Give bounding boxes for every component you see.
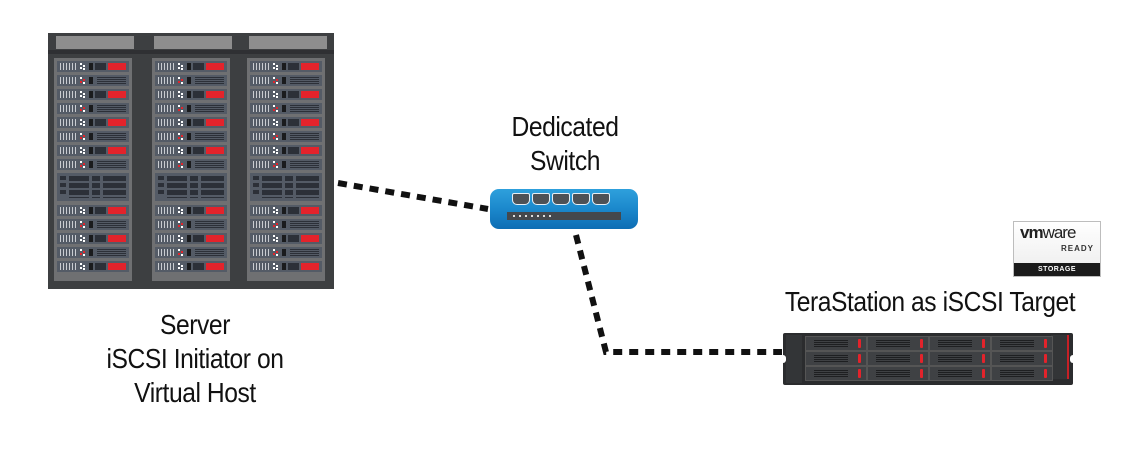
server-unit (250, 261, 322, 272)
server-unit (250, 233, 322, 244)
nas-drive-bay (867, 336, 929, 351)
rack-storage-unit (57, 173, 129, 201)
server-unit (57, 247, 129, 258)
nas-drive-bay (991, 366, 1053, 381)
nas-drive-bay (805, 351, 867, 366)
vmware-storage-text: STORAGE (1014, 263, 1100, 276)
switch-port (552, 193, 570, 205)
server-unit (155, 247, 227, 258)
switch-port (512, 193, 530, 205)
server-unit (155, 131, 227, 142)
server-label-line-3: Virtual Host (134, 377, 256, 408)
nas-drive-bay (929, 336, 991, 351)
server-unit (57, 219, 129, 230)
server-unit (57, 131, 129, 142)
server-unit (250, 205, 322, 216)
rack-column (247, 58, 325, 281)
server-unit (250, 103, 322, 114)
nas-drive-bay (805, 336, 867, 351)
switch-led-strip (507, 212, 621, 220)
server-label-line-2: iSCSI Initiator on (106, 343, 284, 374)
server-label: Server iSCSI Initiator on Virtual Host (76, 308, 314, 410)
server-unit (250, 247, 322, 258)
rack-column (54, 58, 132, 281)
server-unit (57, 233, 129, 244)
server-unit (250, 75, 322, 86)
switch-port (572, 193, 590, 205)
switch-label: Dedicated Switch (499, 110, 631, 178)
server-unit (57, 89, 129, 100)
server-unit (155, 89, 227, 100)
server-unit (250, 219, 322, 230)
server-unit (155, 219, 227, 230)
nas-drive-bay (929, 366, 991, 381)
link-server-to-switch (337, 180, 489, 212)
rack-top-panel (249, 36, 327, 49)
nas-drive-bay (867, 366, 929, 381)
nas-drive-bay (991, 336, 1053, 351)
switch-label-line-2: Switch (530, 145, 600, 176)
switch-port (592, 193, 610, 205)
server-unit (155, 75, 227, 86)
server-unit (155, 261, 227, 272)
vmware-ready-text: READY (1060, 244, 1094, 253)
vmware-logo: vmware (1020, 223, 1076, 242)
server-unit (57, 103, 129, 114)
nas-drive-bay (991, 351, 1053, 366)
server-unit (155, 205, 227, 216)
rack-column (152, 58, 230, 281)
rack-storage-unit (250, 173, 322, 201)
server-label-line-1: Server (160, 309, 230, 340)
server-unit (155, 159, 227, 170)
server-unit (250, 61, 322, 72)
rack-top-panel (154, 36, 232, 49)
server-unit (250, 145, 322, 156)
server-unit (57, 75, 129, 86)
server-unit (250, 131, 322, 142)
rack-storage-unit (155, 173, 227, 201)
server-rack-icon (48, 33, 334, 289)
server-unit (155, 61, 227, 72)
server-unit (155, 117, 227, 128)
nas-drive-bay (805, 366, 867, 381)
server-unit (57, 205, 129, 216)
nas-drive-bay (929, 351, 991, 366)
nas-side-panel (1051, 335, 1069, 379)
server-unit (57, 159, 129, 170)
nas-storage-icon (780, 333, 1076, 385)
server-unit (155, 145, 227, 156)
nas-drive-bay (867, 351, 929, 366)
server-unit (155, 233, 227, 244)
server-unit (57, 61, 129, 72)
server-unit (57, 261, 129, 272)
server-unit (155, 103, 227, 114)
server-unit (250, 89, 322, 100)
server-unit (57, 145, 129, 156)
terastation-label: TeraStation as iSCSI Target (784, 286, 1076, 317)
rack-top-panel (56, 36, 134, 49)
switch-port (532, 193, 550, 205)
vmware-ready-badge: vmware READY STORAGE (1013, 221, 1101, 277)
network-switch-icon (490, 189, 638, 229)
nas-control-panel (786, 335, 802, 383)
server-unit (250, 159, 322, 170)
link-switch-to-terastation (573, 234, 782, 355)
server-unit (57, 117, 129, 128)
switch-label-line-1: Dedicated (511, 111, 619, 142)
server-unit (250, 117, 322, 128)
